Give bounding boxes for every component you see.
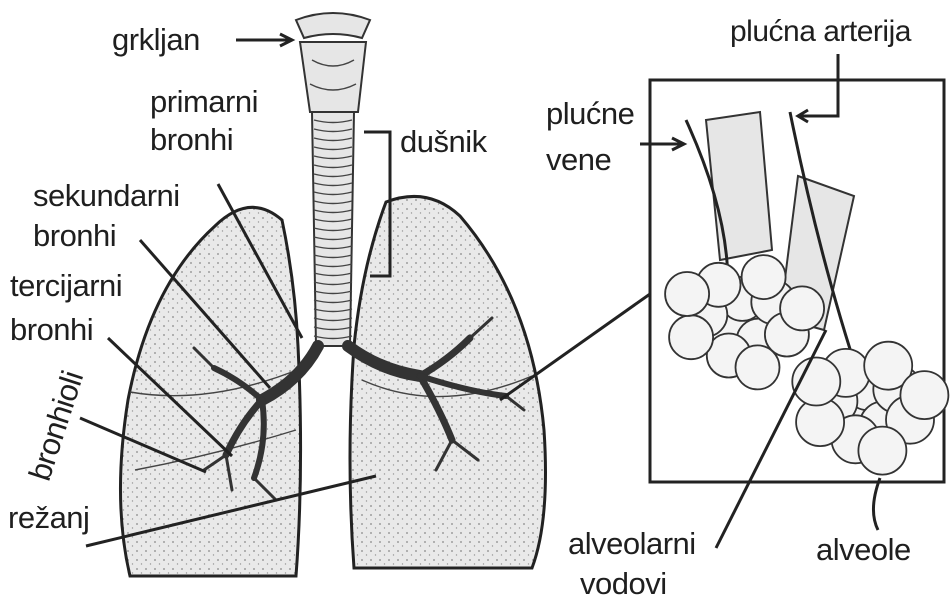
label-vene-line2: vene [546, 142, 611, 178]
label-vodovi-line2: vodovi [580, 566, 667, 602]
label-grkljan: grkljan [112, 22, 200, 58]
label-primarni-line1: primarni [150, 84, 258, 120]
label-plucna-arterija: plućna arterija [730, 14, 911, 50]
alveoli-inset-drawing [665, 112, 948, 475]
alveolus [736, 345, 780, 389]
label-tercijarni-line2: bronhi [10, 312, 93, 348]
alveolus [858, 427, 906, 475]
label-primarni-line2: bronhi [150, 122, 233, 158]
label-sekundarni-line1: sekundarni [33, 178, 180, 214]
alveolus [742, 255, 786, 299]
alveolus [900, 371, 948, 419]
label-alveole: alveole [816, 532, 911, 568]
label-rezanj: režanj [8, 500, 89, 536]
label-sekundarni-line2: bronhi [33, 218, 116, 254]
label-plucne-line1: plućne [546, 96, 634, 132]
alveolus [665, 272, 709, 316]
trachea [312, 112, 354, 346]
alveolus [669, 315, 713, 359]
label-alveolarni-line1: alveolarni [568, 526, 696, 562]
larynx [296, 13, 370, 112]
label-tercijarni-line1: tercijarni [10, 268, 122, 304]
alveolus [780, 286, 824, 330]
label-dusnik: dušnik [400, 124, 487, 160]
